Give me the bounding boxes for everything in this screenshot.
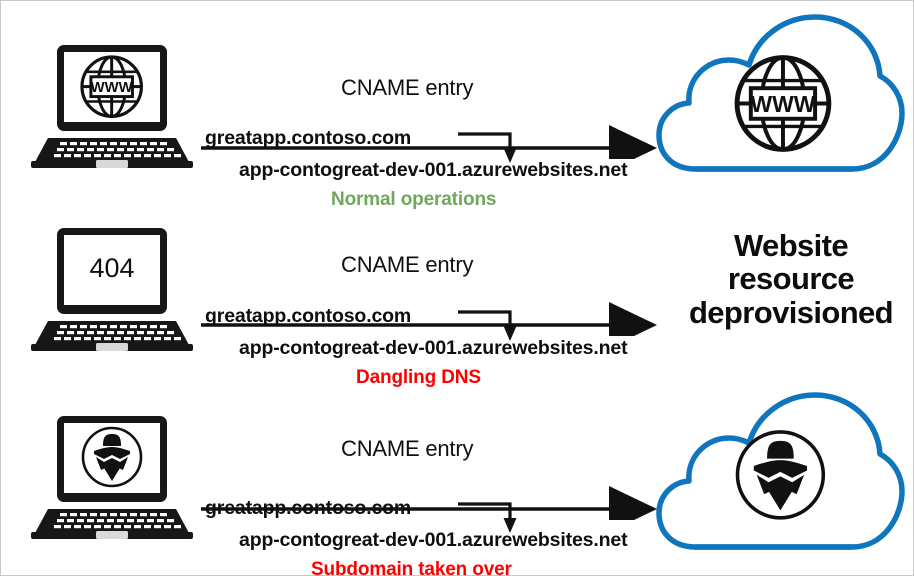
dns-record-target: app-contogreat-dev-001.azurewebsites.net: [239, 159, 628, 181]
cname-entry-label: CNAME entry: [341, 252, 474, 277]
diagram-row-normal-operations: WWW CNAME entry greatapp.contoso.com app…: [1, 1, 913, 213]
cname-elbow-arrow-icon: [458, 502, 517, 533]
laptop-client-404: 404: [26, 226, 198, 354]
dns-record-target: app-contogreat-dev-001.azurewebsites.net: [239, 529, 628, 551]
flow-arrow-icon: [201, 302, 657, 336]
deprov-line-1: Website: [733, 228, 849, 263]
dns-record-target: app-contogreat-dev-001.azurewebsites.net: [239, 337, 628, 359]
svg-text:WWW: WWW: [750, 91, 815, 117]
dns-record-name: greatapp.contoso.com: [205, 305, 412, 327]
dns-record-name: greatapp.contoso.com: [205, 497, 412, 519]
laptop-screen-error-code: 404: [89, 253, 134, 283]
flow-arrow-icon: [201, 125, 657, 159]
cname-entry-label: CNAME entry: [341, 436, 474, 461]
deprov-line-2: resource: [727, 261, 855, 297]
target-text-deprovisioned: Website resource deprovisioned: [671, 228, 911, 330]
cloud-target-hacker: [656, 391, 906, 569]
status-label-normal-operations: Normal operations: [331, 189, 497, 210]
cname-entry-label: CNAME entry: [341, 75, 474, 100]
laptop-body-icon: [31, 228, 193, 351]
globe-www-icon: WWW: [734, 55, 832, 152]
cloud-target-normal: WWW: [656, 13, 906, 191]
hacker-spy-icon: [81, 426, 143, 488]
hacker-spy-icon: [735, 430, 826, 520]
dns-record-name: greatapp.contoso.com: [205, 127, 412, 149]
deprov-line-3: deprovisioned: [688, 294, 894, 330]
flow-arrow-icon: [201, 486, 657, 520]
cname-elbow-arrow-icon: [458, 132, 517, 163]
globe-www-icon: WWW: [80, 55, 143, 118]
status-label-dangling-dns: Dangling DNS: [356, 367, 481, 388]
diagram-row-subdomain-takeover: CNAME entry greatapp.contoso.com app-con…: [1, 369, 913, 576]
laptop-client-hacker: [26, 414, 198, 542]
diagram-row-dangling-dns: 404 CNAME entry greatapp.contoso.com app…: [1, 193, 913, 389]
cname-elbow-arrow-icon: [458, 310, 517, 341]
status-label-subdomain-takeover: Subdomain taken over: [311, 559, 512, 576]
svg-text:WWW: WWW: [91, 80, 133, 96]
laptop-body-icon: [31, 45, 193, 168]
laptop-client-normal: WWW: [26, 43, 198, 171]
